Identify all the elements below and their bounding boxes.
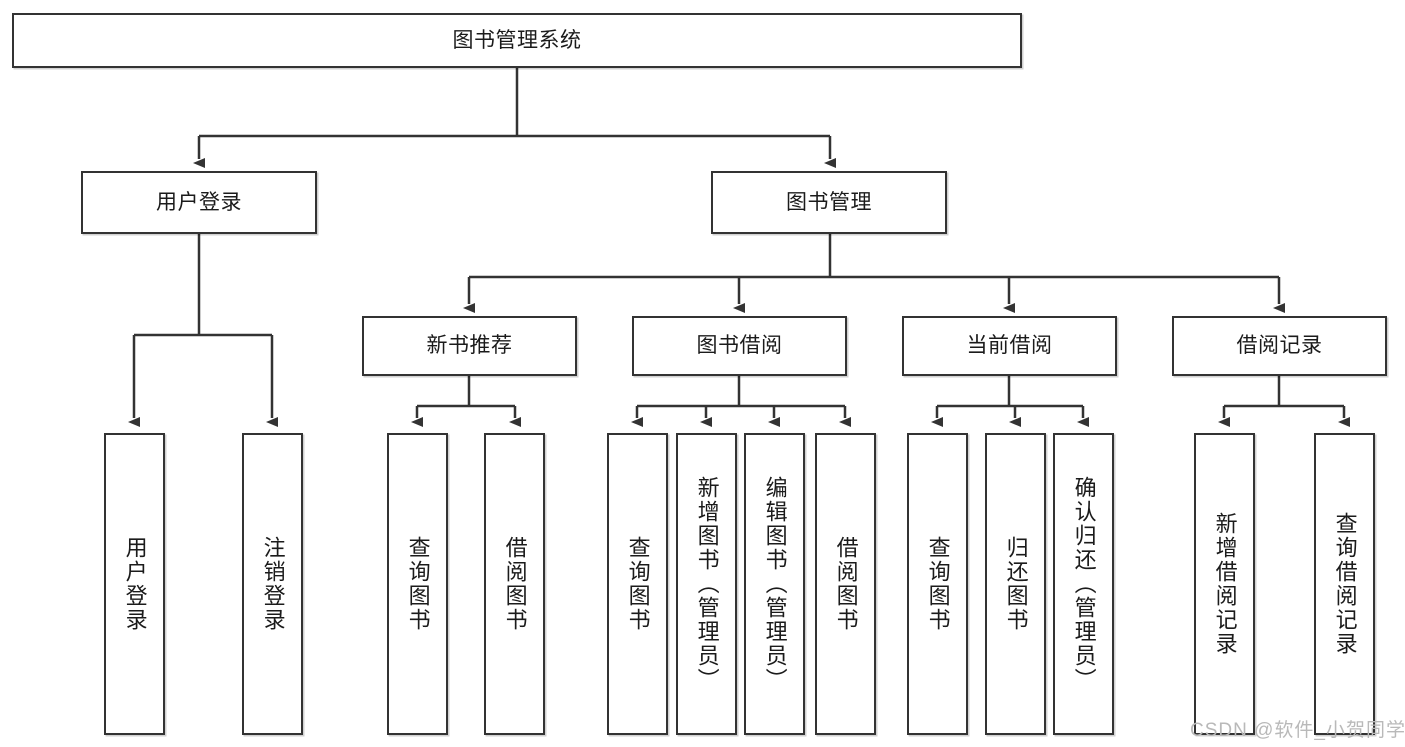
node-label: 借阅记录	[1236, 334, 1323, 358]
node-label: 图书管理系统	[452, 28, 582, 52]
node-label: 借阅图书	[833, 536, 859, 632]
node-label: 用户登录	[156, 190, 242, 214]
leaf-user-login-signout[interactable]: 注销登录	[242, 433, 303, 735]
node-label: 图书借阅	[696, 334, 783, 358]
node-current-borrow[interactable]: 当前借阅	[902, 316, 1117, 376]
node-label: 查询图书	[925, 536, 951, 632]
leaf-recommend-borrow-book[interactable]: 借阅图书	[484, 433, 545, 735]
node-label: 查询图书	[625, 536, 651, 632]
leaf-user-login-signin[interactable]: 用户登录	[104, 433, 165, 735]
node-label: 借阅图书	[502, 536, 528, 632]
node-new-book-recommend[interactable]: 新书推荐	[362, 316, 577, 376]
node-book-management[interactable]: 图书管理	[711, 171, 947, 234]
leaf-record-add-record[interactable]: 新增借阅记录	[1194, 433, 1255, 735]
node-label: 新增图书（管理员）	[694, 476, 720, 692]
leaf-borrow-query-book[interactable]: 查询图书	[607, 433, 668, 735]
node-label: 新增借阅记录	[1212, 512, 1238, 656]
csdn-watermark: CSDN @软件_小贺同学	[1190, 720, 1405, 741]
node-label: 编辑图书（管理员）	[762, 476, 788, 692]
node-label: 当前借阅	[966, 334, 1053, 358]
node-label: 确认归还（管理员）	[1071, 476, 1097, 692]
node-label: 图书管理	[786, 190, 872, 214]
node-label: 查询借阅记录	[1332, 512, 1358, 656]
leaf-recommend-query-book[interactable]: 查询图书	[387, 433, 448, 735]
node-user-login[interactable]: 用户登录	[81, 171, 317, 234]
node-label: 新书推荐	[426, 334, 513, 358]
leaf-borrow-add-book-admin[interactable]: 新增图书（管理员）	[676, 433, 737, 735]
node-label: 归还图书	[1003, 536, 1029, 632]
leaf-borrow-edit-book-admin[interactable]: 编辑图书（管理员）	[744, 433, 805, 735]
leaf-current-confirm-return-admin[interactable]: 确认归还（管理员）	[1053, 433, 1114, 735]
node-book-borrow[interactable]: 图书借阅	[632, 316, 847, 376]
leaf-record-query-record[interactable]: 查询借阅记录	[1314, 433, 1375, 735]
node-label: 注销登录	[260, 536, 286, 632]
node-borrow-record[interactable]: 借阅记录	[1172, 316, 1387, 376]
node-label: 用户登录	[122, 536, 148, 632]
leaf-current-query-book[interactable]: 查询图书	[907, 433, 968, 735]
node-root-system[interactable]: 图书管理系统	[12, 13, 1022, 68]
node-label: 查询图书	[405, 536, 431, 632]
leaf-borrow-borrow-book[interactable]: 借阅图书	[815, 433, 876, 735]
leaf-current-return-book[interactable]: 归还图书	[985, 433, 1046, 735]
